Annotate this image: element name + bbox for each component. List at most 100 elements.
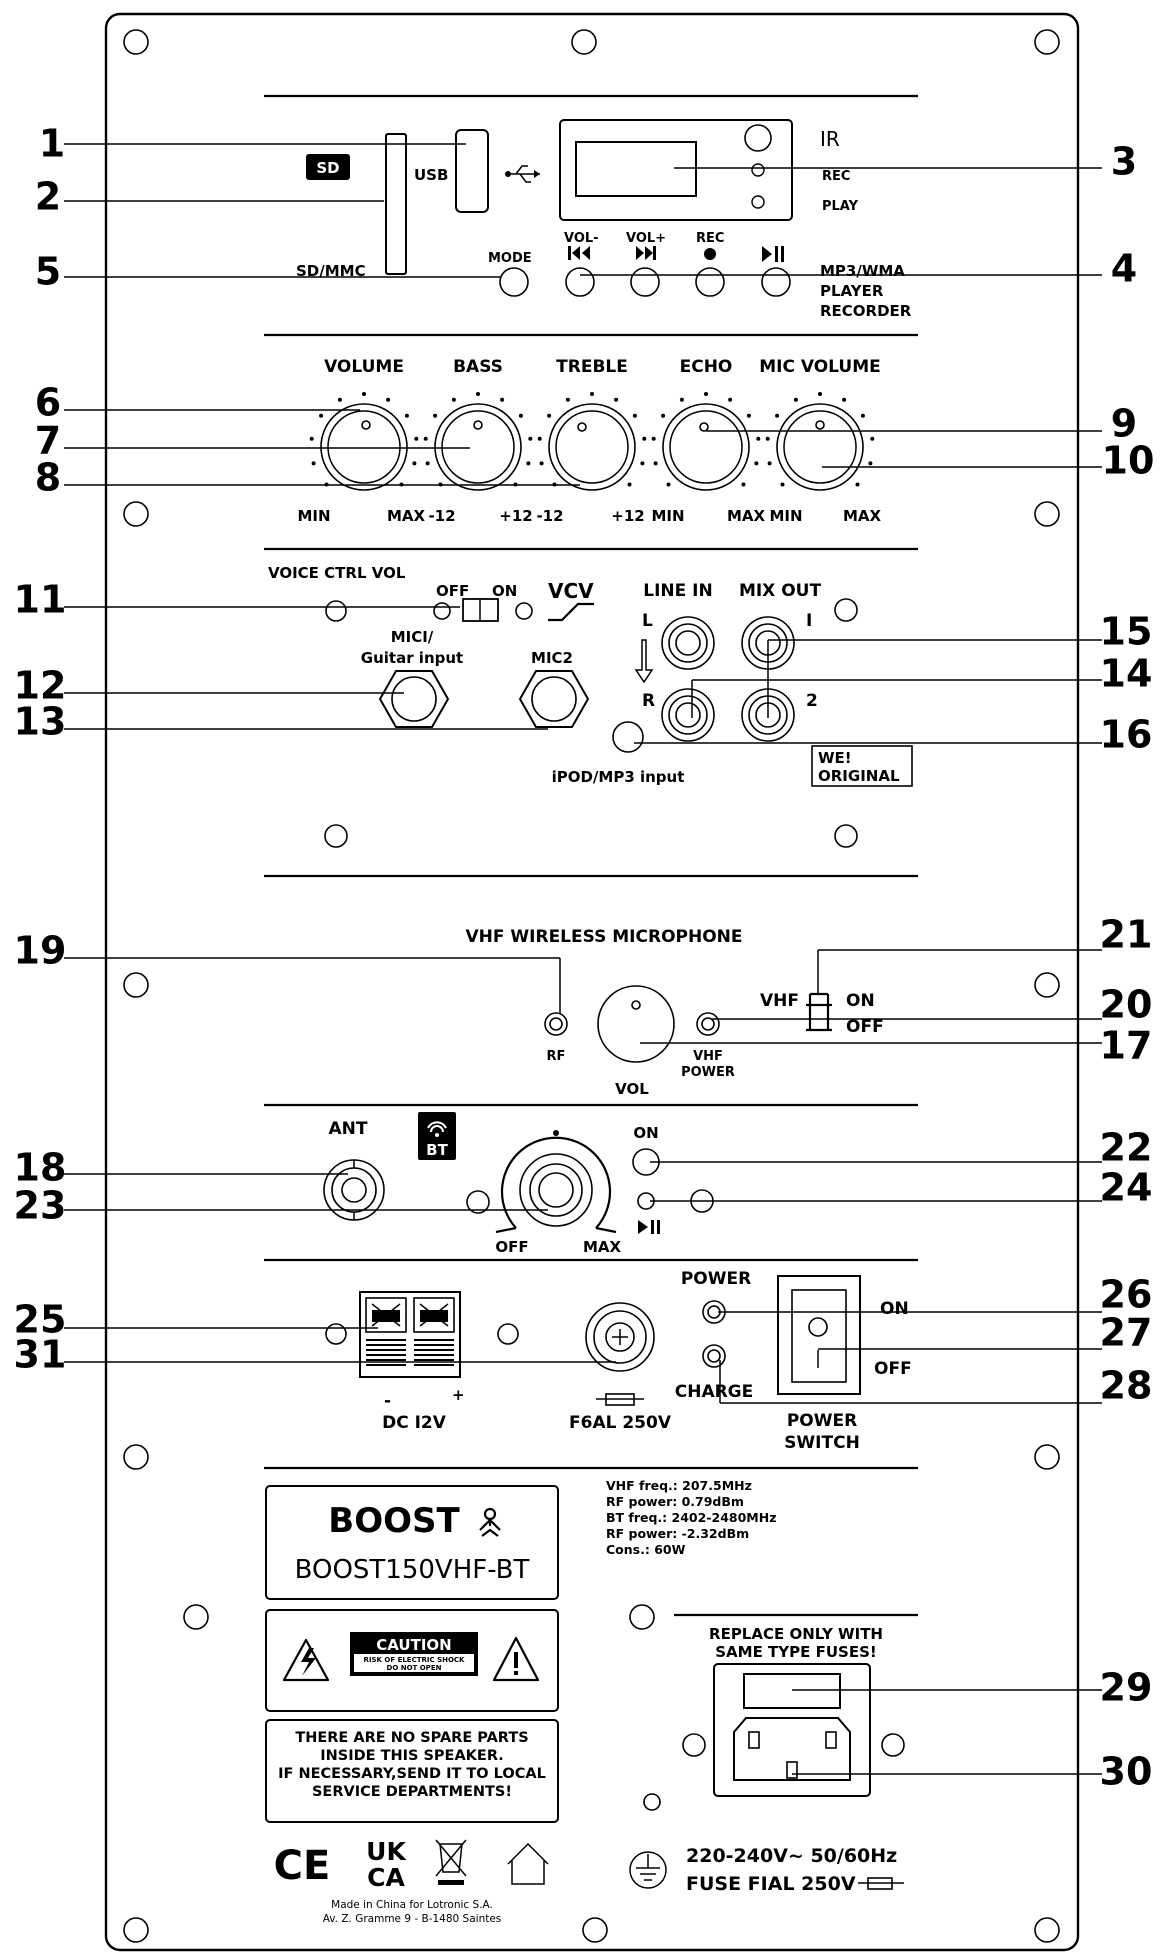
fuse-holder[interactable] xyxy=(585,1302,655,1372)
mic2-jack[interactable] xyxy=(518,670,590,728)
bt-off-label: OFF xyxy=(495,1238,528,1256)
charge-label: CHARGE xyxy=(675,1382,754,1402)
screw-hole xyxy=(324,824,348,848)
line-in-right-jack[interactable] xyxy=(661,688,715,742)
screw-hole xyxy=(497,1323,519,1345)
mic2-label: MIC2 xyxy=(531,649,573,667)
knob-scale-dot xyxy=(642,436,647,441)
bass-knob[interactable] xyxy=(434,403,522,491)
vhf-volume-knob[interactable] xyxy=(597,985,675,1063)
play-pause-button[interactable] xyxy=(761,267,791,297)
treble-knob[interactable] xyxy=(548,403,636,491)
bt-volume-knob[interactable] xyxy=(500,1130,612,1229)
vhf-title: VHF WIRELESS MICROPHONE xyxy=(465,927,742,947)
ukca-mark-line2: CA xyxy=(367,1863,405,1892)
record-button[interactable] xyxy=(695,267,725,297)
usb-label: USB xyxy=(414,166,448,184)
callout-number: 27 xyxy=(1100,1311,1153,1355)
vhf-switch[interactable] xyxy=(806,992,832,1036)
knob-scale-dot xyxy=(661,413,666,418)
section-dividers xyxy=(264,94,918,1617)
knob-scale-dot xyxy=(414,436,419,441)
mic-volume-label: MIC VOLUME xyxy=(759,357,881,377)
knob-scale-dot xyxy=(860,413,865,418)
made-in-line1: Made in China for Lotronic S.A. xyxy=(331,1899,493,1911)
weee-bin-icon xyxy=(435,1839,467,1885)
wifi-icon xyxy=(427,1121,447,1137)
knob-scale-dot xyxy=(870,436,875,441)
power-switch[interactable] xyxy=(777,1275,861,1395)
knob-scale-dot xyxy=(842,397,847,402)
scale-label: MIN xyxy=(769,507,802,525)
screw-hole xyxy=(881,1733,905,1757)
knob-scale-dot xyxy=(386,397,391,402)
power-switch-off-label: OFF xyxy=(874,1359,912,1379)
knob-scale-dot xyxy=(404,413,409,418)
knob-scale-dot xyxy=(653,461,658,466)
caution-title: CAUTION xyxy=(376,1636,451,1654)
iec-power-inlet[interactable] xyxy=(713,1663,871,1797)
vhf-vol-label: VOL xyxy=(615,1080,649,1098)
replace-fuse-line2: SAME TYPE FUSES! xyxy=(715,1643,876,1661)
mix-out-1-label: I xyxy=(806,611,812,631)
knob-scale-dot xyxy=(627,482,632,487)
next-button[interactable] xyxy=(630,267,660,297)
vcv-led xyxy=(433,602,451,620)
made-in-line2: Av. Z. Gramme 9 - B-1480 Saintes xyxy=(323,1913,502,1925)
usb-port[interactable] xyxy=(455,129,489,213)
we-original-badge xyxy=(811,745,913,787)
antenna-connector[interactable] xyxy=(323,1159,385,1221)
vcv-symbol xyxy=(548,602,594,622)
vhf-section: VHF WIRELESS MICROPHONE RF VOL VHF POWER… xyxy=(465,927,883,1098)
sd-card-slot[interactable] xyxy=(385,133,407,275)
knob-scale-dot xyxy=(756,436,761,441)
mounting-hole xyxy=(123,501,149,527)
callout-number: 11 xyxy=(14,578,67,622)
callout-number: 31 xyxy=(14,1333,67,1377)
voice-ctrl-knob[interactable] xyxy=(325,600,347,622)
callout-number: 13 xyxy=(14,700,67,744)
mounting-hole xyxy=(123,972,149,998)
mounting-hole xyxy=(183,1604,209,1630)
mic-volume-knob[interactable] xyxy=(776,403,864,491)
power-switch-on-label: ON xyxy=(880,1299,909,1319)
callout-number: 12 xyxy=(14,664,67,708)
knob-scale-dot xyxy=(775,413,780,418)
knob-scale-dot xyxy=(547,413,552,418)
spec-line: RF power: 0.79dBm xyxy=(606,1494,744,1509)
next-icon xyxy=(636,246,656,260)
knob-scale-dot xyxy=(704,392,708,396)
product-label-section: BOOST BOOST150VHF-BT VHF freq.: 207.5MHz… xyxy=(265,1478,776,1925)
tone-controls-section: VOLUME BASS TREBLE ECHO MIC VOLUME MIN M… xyxy=(297,357,881,525)
callout-number: 10 xyxy=(1102,439,1155,483)
callout-number: 17 xyxy=(1100,1024,1153,1068)
previous-button[interactable] xyxy=(565,267,595,297)
caution-sub1: RISK OF ELECTRIC SHOCK xyxy=(364,1656,466,1664)
inputs-section: VOICE CTRL VOL OFF ON VCV MICI/ Guitar i… xyxy=(268,564,913,848)
mode-button[interactable] xyxy=(499,267,529,297)
record-icon xyxy=(704,248,716,260)
ground-icon xyxy=(629,1851,667,1889)
line-in-left-jack[interactable] xyxy=(661,616,715,670)
callout-number: 3 xyxy=(1111,140,1137,184)
dc-input-terminal[interactable] xyxy=(359,1291,461,1378)
vhf-switch-label: VHF xyxy=(760,991,799,1011)
fuse-label: F6AL 250V xyxy=(569,1413,672,1433)
mic1-jack[interactable] xyxy=(378,670,450,728)
volume-knob[interactable] xyxy=(320,403,408,491)
bt-led xyxy=(466,1190,490,1214)
screw-hole xyxy=(325,1323,347,1345)
ukca-mark-line1: UK xyxy=(366,1837,407,1866)
fuse-icon xyxy=(596,1393,644,1406)
ipod-input-jack[interactable] xyxy=(612,721,644,753)
mounting-hole xyxy=(582,1917,608,1943)
callout-number: 25 xyxy=(14,1298,67,1342)
callout-number: 4 xyxy=(1111,247,1137,291)
voice-ctrl-label: VOICE CTRL VOL xyxy=(268,564,406,582)
echo-knob[interactable] xyxy=(662,403,750,491)
knob-scale-dot xyxy=(309,436,314,441)
lcd-display xyxy=(575,141,697,197)
knob-scale-dot xyxy=(539,461,544,466)
callout-number: 21 xyxy=(1100,913,1153,957)
vhf-off-label: OFF xyxy=(846,1017,884,1037)
